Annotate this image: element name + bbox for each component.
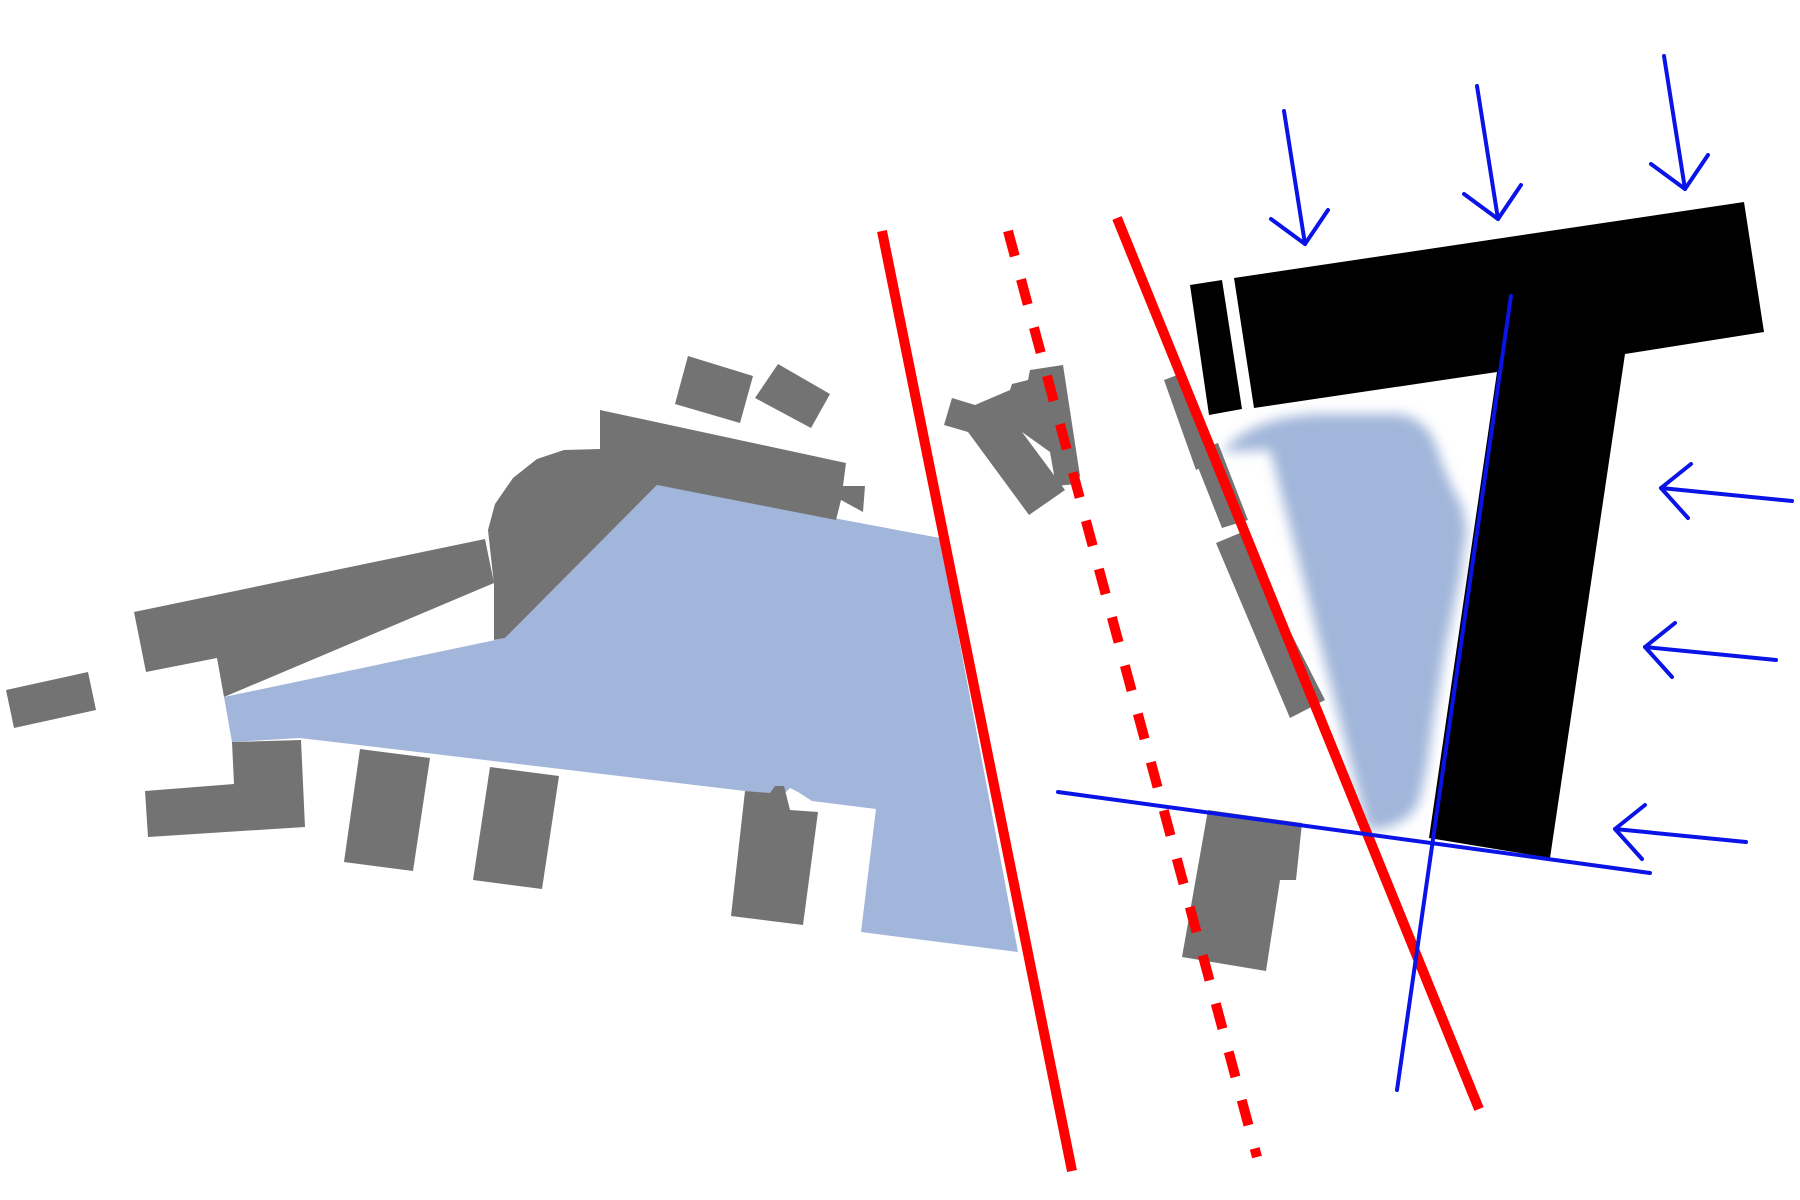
influence-axis-horizontal: [1056, 790, 1652, 875]
existing-building: [731, 786, 818, 925]
existing-building: [145, 740, 305, 837]
site-influences-layer: [1056, 54, 1794, 1092]
axis-lines-layer: [877, 216, 1484, 1172]
existing-building: [1182, 810, 1302, 971]
open-space-plaza: [224, 485, 1018, 952]
influence-axis-vertical: [1395, 294, 1513, 1092]
existing-building: [488, 410, 865, 640]
existing-building: [944, 365, 1080, 515]
existing-building: [134, 539, 494, 697]
arrow-left-icon: [1659, 462, 1794, 520]
arrow-down-icon: [1269, 109, 1330, 246]
axis-line-solid-right: [1112, 216, 1484, 1111]
axis-line-dashed: [1003, 229, 1262, 1159]
arrow-down-icon: [1462, 84, 1523, 221]
existing-building: [344, 749, 430, 871]
arrow-left-icon: [1613, 803, 1748, 861]
arrow-down-icon: [1649, 54, 1710, 191]
axis-line-solid-left: [877, 230, 1077, 1172]
open-space-courtyard: [1222, 414, 1467, 830]
arrow-left-icon: [1643, 621, 1778, 679]
existing-building: [473, 767, 559, 889]
new-building-layer: [1190, 202, 1764, 858]
new-building-wing-small: [1190, 280, 1242, 415]
new-building-t-block: [1234, 202, 1764, 858]
open-space-layer: [224, 414, 1467, 952]
existing-building: [675, 356, 753, 423]
existing-building: [755, 364, 830, 428]
existing-building: [6, 672, 96, 728]
existing-buildings-layer: [6, 356, 1325, 971]
existing-building: [1164, 374, 1212, 470]
